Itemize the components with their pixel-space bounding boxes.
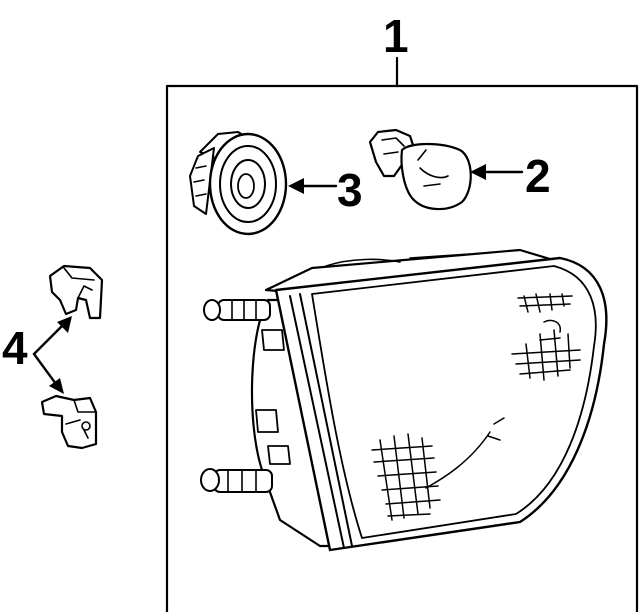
upper-adjuster-screw	[203, 299, 271, 321]
bracket-upper	[48, 264, 104, 320]
callout-3-label: 3	[337, 164, 363, 216]
callout-2-arrow	[470, 164, 524, 180]
assembly-frame	[165, 84, 639, 612]
lens-pattern-upper	[511, 293, 581, 381]
bulb-part	[368, 128, 472, 211]
lens-pattern-lower	[371, 417, 505, 521]
callout-3-arrow	[288, 178, 338, 194]
callout-4-arrows	[32, 316, 72, 394]
headlamp-assembly	[200, 248, 608, 552]
callout-2-label: 2	[525, 150, 551, 202]
callout-4-label: 4	[2, 322, 28, 374]
lower-adjuster-screw	[200, 468, 273, 493]
socket-part	[189, 131, 288, 236]
callout-1-label: 1	[383, 10, 409, 62]
bracket-lower	[40, 394, 98, 450]
